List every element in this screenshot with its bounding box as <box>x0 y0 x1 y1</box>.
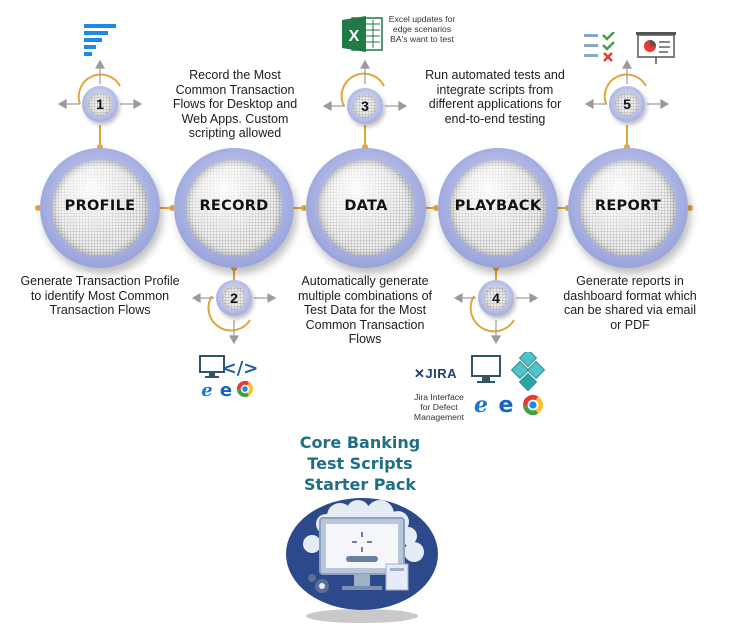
stage-record: RECORD <box>174 148 294 268</box>
stage-label: REPORT <box>594 198 662 214</box>
stage-label: PROFILE <box>64 198 136 214</box>
step-3-badge: 3 <box>347 88 383 124</box>
jira-note: Jira Interface for Defect Management <box>413 392 465 422</box>
stage-data: DATA <box>306 148 426 268</box>
stage-report: REPORT <box>568 148 688 268</box>
step-number: 1 <box>96 96 104 112</box>
profile-description: Generate Transaction Profile to identify… <box>20 274 180 318</box>
excel-icon: X <box>342 16 383 52</box>
step-4-badge: 4 <box>478 280 514 316</box>
svg-text:</>: </> <box>222 358 259 379</box>
stage-profile: PROFILE <box>40 148 160 268</box>
presentation-chart-icon <box>636 32 676 64</box>
stage-label: PLAYBACK <box>454 198 542 214</box>
step-1-badge: 1 <box>82 86 118 122</box>
playback-description: Run automated tests and integrate script… <box>425 68 565 126</box>
step-number: 3 <box>361 98 369 114</box>
stage-playback: PLAYBACK <box>438 148 558 268</box>
record-icons: </> e e <box>199 355 259 400</box>
data-description: Automatically generate multiple combinat… <box>297 274 433 347</box>
svg-text:e: e <box>474 392 488 418</box>
step-5-badge: 5 <box>609 86 645 122</box>
stage-label: DATA <box>344 198 388 214</box>
report-description: Generate reports in dashboard format whi… <box>563 274 697 332</box>
arc-2 <box>207 295 251 332</box>
arc-4 <box>469 295 515 333</box>
list-filter-icon <box>84 24 116 56</box>
svg-text:e: e <box>201 380 212 400</box>
excel-note: Excel updates for edge scenarios BA's wa… <box>388 14 456 44</box>
step-number: 2 <box>230 290 238 306</box>
step-number: 4 <box>492 290 500 306</box>
svg-text:X: X <box>349 28 360 45</box>
step-2-badge: 2 <box>216 280 252 316</box>
jira-icon: ✕ <box>414 366 426 381</box>
playback-icons: e e <box>471 352 546 418</box>
jira-logo: ✕JIRA <box>414 366 457 382</box>
computer-illustration-icon <box>286 498 438 623</box>
arc-3 <box>340 72 385 107</box>
pack-title: Core Banking Test Scripts Starter Pack <box>299 433 421 494</box>
arc-5 <box>603 73 647 105</box>
svg-text:e: e <box>499 393 514 418</box>
record-description: Record the Most Common Transaction Flows… <box>172 68 298 141</box>
svg-text:e: e <box>220 380 232 400</box>
jira-logo-text: JIRA <box>425 366 458 381</box>
step-number: 5 <box>623 96 631 112</box>
arc-1 <box>77 73 121 105</box>
checklist-icon <box>584 32 615 62</box>
stage-label: RECORD <box>199 198 269 214</box>
